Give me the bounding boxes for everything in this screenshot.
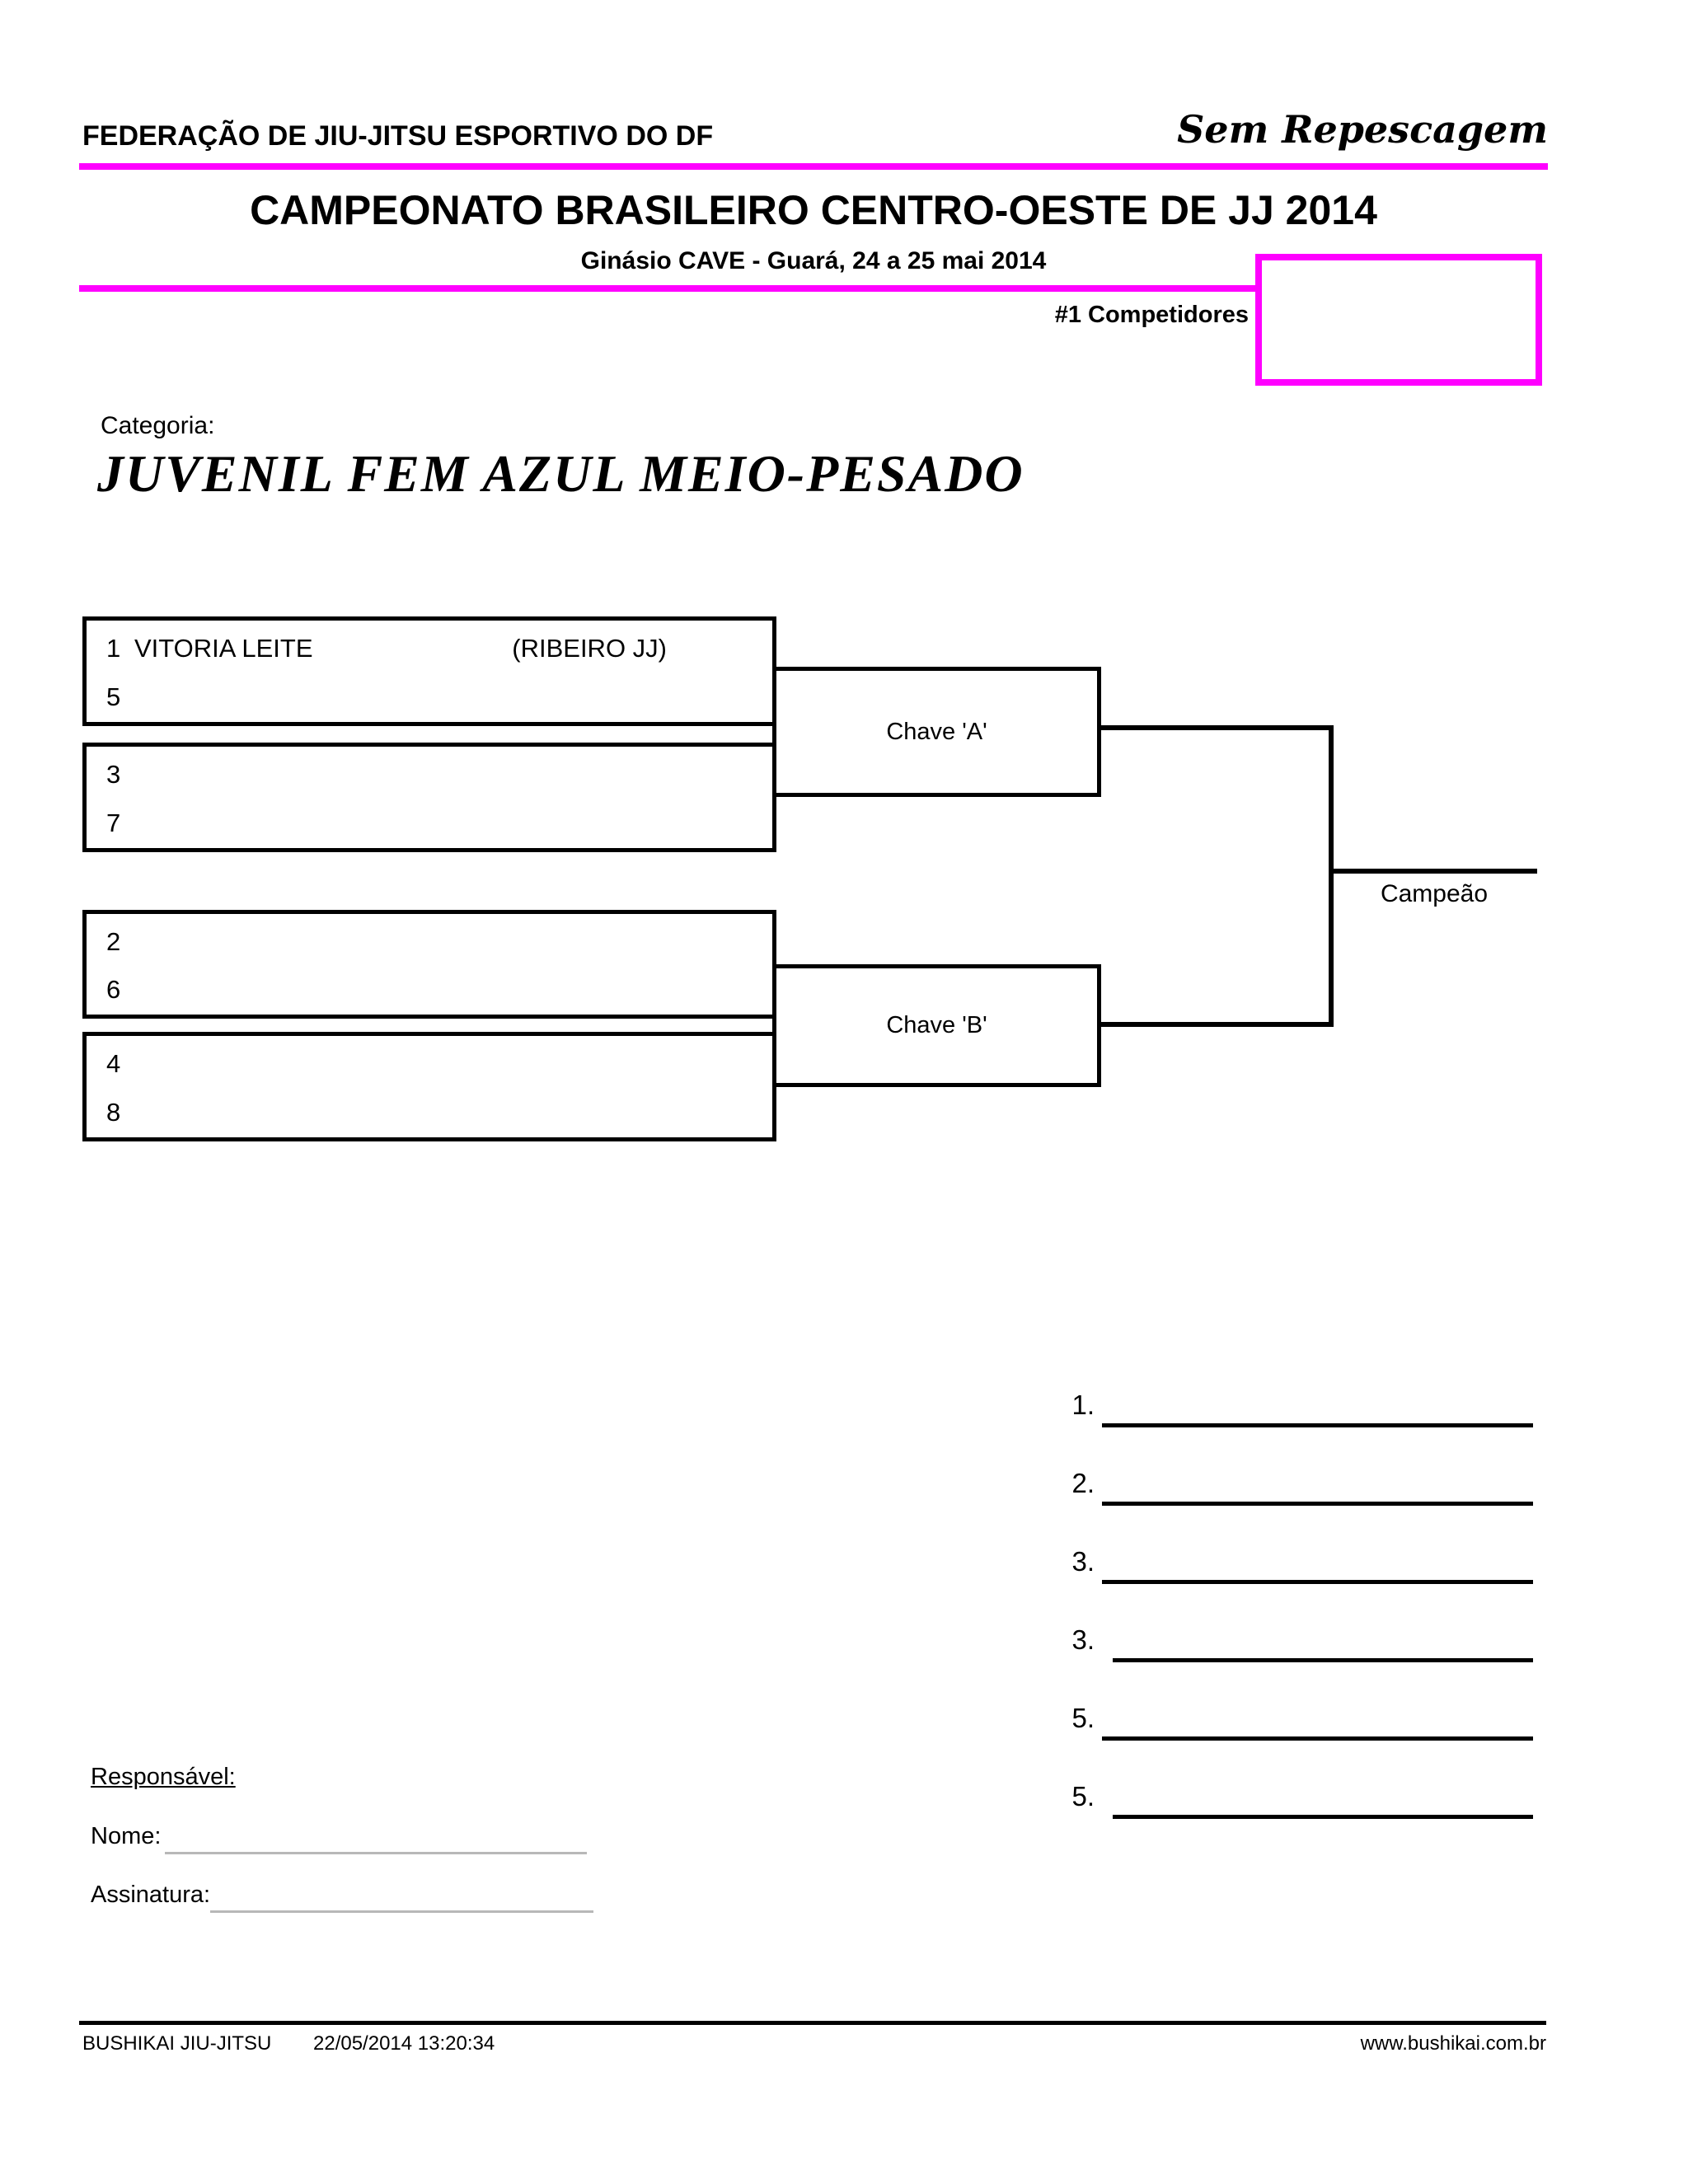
seed-number: 8 [106,1098,121,1127]
competitor-slot: 3 [106,760,124,790]
repechage-note: Sem Repescagem [1177,107,1548,152]
name-label: Nome: [91,1823,162,1849]
connector-b-line [1101,1022,1334,1027]
champion-label: Campeão [1380,880,1489,907]
placement-blank-line [1102,1502,1533,1506]
signature-label: Assinatura: [91,1882,211,1908]
category-label: Categoria: [101,412,215,439]
placement-blank-line [1102,1736,1533,1741]
placement-blank-line [1102,1580,1533,1584]
semifinal-b-box: Chave 'B' [772,964,1101,1087]
event-title: CAMPEONATO BRASILEIRO CENTRO-OESTE DE JJ… [250,187,1377,233]
signature-blank-line [210,1910,593,1913]
competitor-slot: 2 [106,927,124,957]
competitor-slot: 5 [106,682,124,712]
seed-number: 3 [106,760,121,789]
seed-number: 4 [106,1049,121,1078]
final-vertical-line [1329,725,1334,1027]
header-rule [79,163,1548,170]
seed-number: 2 [106,927,121,956]
competitor-slot: 7 [106,808,124,838]
placement-number: 3. [1071,1624,1095,1655]
seed-number: 1 [106,634,121,663]
semifinal-a-label: Chave 'A' [886,718,987,745]
champion-line [1331,869,1537,874]
placement-number: 3. [1071,1546,1095,1577]
semifinal-b-label: Chave 'B' [886,1012,987,1038]
match-box-4: 4 8 [82,1032,776,1141]
match-box-2: 3 7 [82,743,776,852]
competitors-count-label: #1 Competidores [1054,302,1249,328]
seed-number: 5 [106,682,121,711]
subheader-rule [79,285,1257,292]
competitor-slot: 4 [106,1049,124,1079]
footer-rule [79,2021,1546,2025]
name-blank-line [165,1852,587,1854]
event-subtitle: Ginásio CAVE - Guará, 24 a 25 mai 2014 [580,247,1047,274]
competitor-name: VITORIA LEITE [134,634,313,663]
placement-number: 5. [1071,1781,1095,1811]
seed-number: 7 [106,808,121,837]
placement-blank-line [1102,1423,1533,1427]
placement-blank-line [1113,1658,1533,1662]
footer-organization: BUSHIKAI JIU-JITSU [82,2032,272,2055]
semifinal-a-box: Chave 'A' [772,667,1101,797]
match-box-1: 1 VITORIA LEITE (RIBEIRO JJ) 5 [82,616,776,726]
placement-number: 5. [1071,1703,1095,1733]
connector-a-line [1101,725,1334,730]
competitor-slot: 8 [106,1098,124,1127]
match-box-3: 2 6 [82,910,776,1019]
responsible-label: Responsável: [91,1764,236,1790]
placement-number: 2. [1071,1468,1095,1498]
footer-timestamp: 22/05/2014 13:20:34 [313,2032,495,2055]
competitor-slot: 1 VITORIA LEITE [106,634,313,663]
federation-title: FEDERAÇÃO DE JIU-JITSU ESPORTIVO DO DF [82,120,714,152]
placement-number: 1. [1071,1390,1095,1420]
footer-website: www.bushikai.com.br [1360,2032,1546,2055]
competitor-slot: 6 [106,975,124,1005]
seed-number: 6 [106,975,121,1004]
category-name: JUVENIL FEM AZUL MEIO-PESADO [97,444,1025,503]
team-name: (RIBEIRO JJ) [512,634,667,663]
notes-box [1255,254,1542,386]
placement-blank-line [1113,1815,1533,1819]
